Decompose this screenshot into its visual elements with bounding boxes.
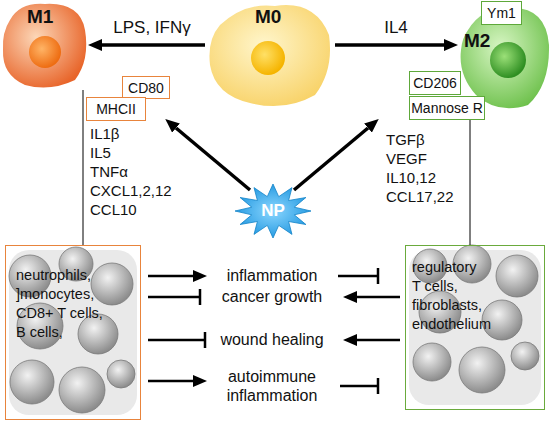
gray-cell [496, 255, 538, 297]
marker-box: Mannose R [409, 96, 485, 120]
cytokine-label: CCL10 [90, 200, 137, 219]
activation-arrow [148, 380, 193, 383]
activation-arrow [148, 275, 193, 278]
gray-cell [10, 360, 54, 404]
stimulus-label: LPS, IFNγ [92, 18, 212, 37]
activation-arrow [357, 296, 400, 299]
inhibition-line [148, 296, 200, 299]
gray-cell [459, 347, 505, 393]
cell-nucleus [251, 41, 285, 75]
star-shape [235, 184, 311, 238]
cell-list: regulatory T cells, fibroblasts, endothe… [412, 258, 484, 334]
star-label: NP [235, 184, 311, 238]
marker-box: Ym1 [481, 1, 522, 25]
cell-body [3, 4, 86, 88]
cytokine-label: IL5 [90, 143, 111, 162]
inhibition-bar [199, 289, 202, 305]
cell-cluster-bg [409, 250, 541, 405]
np-arrow [294, 128, 368, 190]
polarization-arrow [102, 43, 205, 47]
gray-cell [59, 367, 105, 413]
activation-arrow [357, 339, 400, 342]
cell-label: M1 [27, 6, 53, 28]
inhibition-line [148, 339, 205, 342]
marker-label: CD206 [413, 75, 457, 91]
effector-box: neutrophils, ]monocytes, CD8+ T cells, B… [5, 245, 141, 420]
cytokine-label: CXCL1,2,12 [90, 181, 172, 200]
connector-line [83, 90, 84, 245]
connector-line [470, 112, 471, 245]
cytokine-label: CCL17,22 [386, 187, 454, 206]
cell-label: M2 [464, 30, 490, 52]
effect-label: autoimmune inflammation [212, 367, 332, 405]
inhibition-line [340, 385, 378, 388]
cell-nucleus [29, 36, 61, 68]
cell-label: M0 [255, 6, 281, 28]
stimulus-label: IL4 [336, 18, 456, 37]
cytokine-label: TNFα [90, 162, 128, 181]
inhibition-bar [377, 378, 380, 394]
gray-cell [413, 343, 451, 381]
effector-cells-left [9, 247, 137, 415]
effector-cells-right [409, 245, 541, 405]
cytokine-label: IL10,12 [386, 168, 436, 187]
marker-label: MHCII [96, 101, 136, 117]
cytokine-label: VEGF [386, 149, 427, 168]
cell-nucleus [490, 42, 526, 78]
np-arrows [176, 128, 368, 190]
inhibition-line [338, 275, 378, 278]
cytokine-label: IL1β [90, 124, 119, 143]
np-arrow [176, 128, 250, 190]
inhibition-bar [204, 332, 207, 348]
cell-cluster-bg [9, 250, 137, 415]
marker-label: Mannose R [411, 100, 483, 116]
gray-cell [482, 300, 522, 340]
effect-label: cancer growth [207, 287, 337, 306]
polarization-arrow [335, 43, 444, 47]
inhibition-bar [377, 268, 380, 284]
effector-box: regulatory T cells, fibroblasts, endothe… [405, 245, 545, 410]
marker-box: CD206 [409, 71, 461, 95]
gray-cell [91, 263, 133, 305]
cytokine-label: TGFβ [386, 130, 425, 149]
effect-label: inflammation [207, 266, 337, 285]
m1-macrophage: M1 [0, 0, 88, 90]
marker-box: MHCII [86, 97, 146, 121]
nanoparticle-star: NP [235, 184, 311, 238]
marker-label: CD80 [128, 80, 164, 96]
marker-label: Ym1 [487, 5, 516, 21]
effect-label: wound healing [207, 330, 337, 349]
gray-cell [107, 360, 135, 388]
cell-body [209, 5, 330, 106]
marker-box: CD80 [122, 76, 170, 99]
cell-list: neutrophils, ]monocytes, CD8+ T cells, B… [16, 266, 108, 342]
gray-cell [511, 342, 539, 370]
m0-macrophage: M0 [205, 0, 335, 110]
